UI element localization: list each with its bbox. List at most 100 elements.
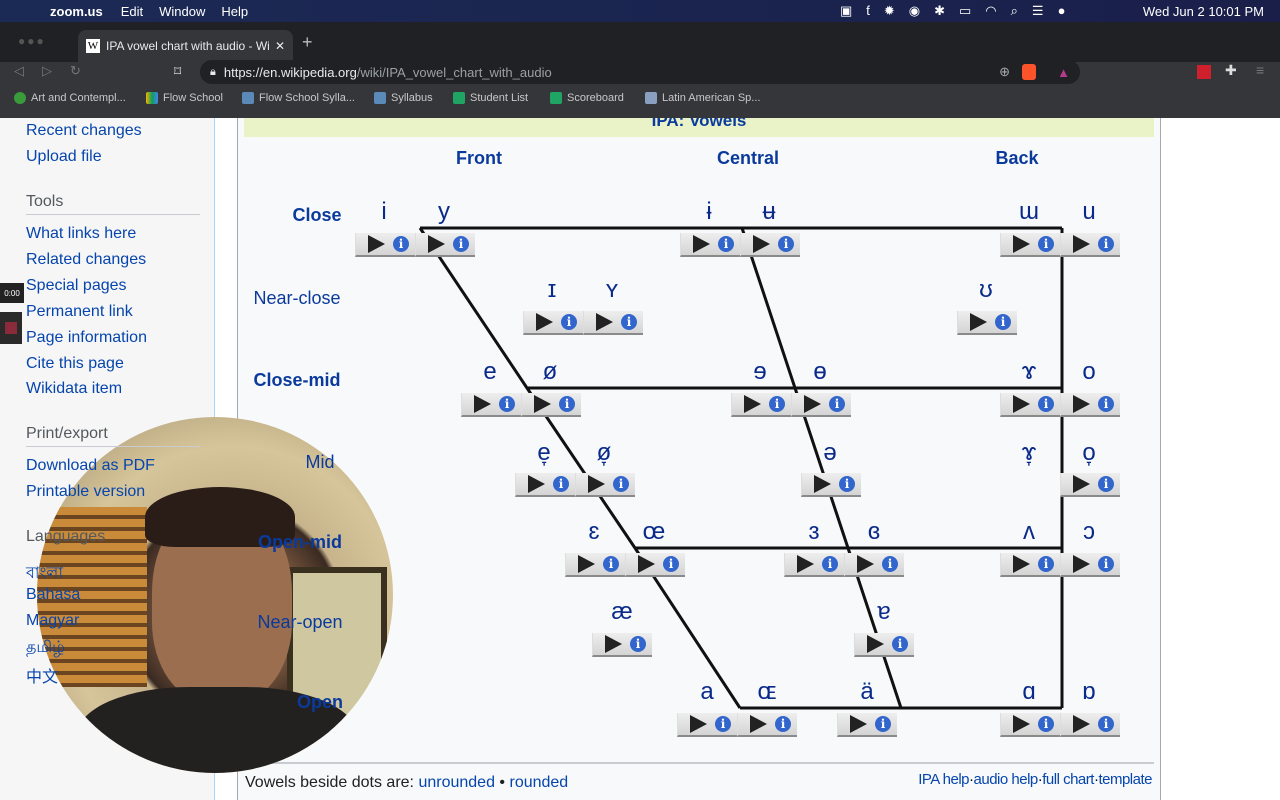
vowel-audio-player[interactable]: i: [355, 233, 415, 257]
sidebar-related-changes[interactable]: Related changes: [26, 251, 147, 268]
info-icon[interactable]: i: [1098, 716, 1114, 732]
vowel-audio-player[interactable]: i: [854, 633, 914, 657]
menu-edit[interactable]: Edit: [120, 3, 144, 19]
play-icon[interactable]: [428, 235, 445, 253]
play-icon[interactable]: [588, 475, 605, 493]
vowel-audio-player[interactable]: i: [521, 393, 581, 417]
info-icon[interactable]: i: [393, 236, 409, 252]
rounded-link[interactable]: rounded: [509, 774, 569, 791]
play-icon[interactable]: [536, 313, 553, 331]
play-icon[interactable]: [1013, 235, 1030, 253]
play-icon[interactable]: [744, 395, 761, 413]
vowel-audio-player[interactable]: i: [461, 393, 521, 417]
info-icon[interactable]: i: [561, 314, 577, 330]
vowel-audio-player[interactable]: i: [1060, 713, 1120, 737]
info-icon[interactable]: i: [775, 716, 791, 732]
vowel-audio-player[interactable]: i: [731, 393, 791, 417]
vowel-audio-player[interactable]: i: [1060, 233, 1120, 257]
zoom-video-bubble[interactable]: [37, 417, 393, 773]
play-icon[interactable]: [804, 395, 821, 413]
vowel-audio-player[interactable]: i: [680, 233, 740, 257]
vowel-audio-player[interactable]: i: [575, 473, 635, 497]
info-icon[interactable]: i: [715, 716, 731, 732]
menu-app-name[interactable]: zoom.us: [50, 3, 103, 19]
play-icon[interactable]: [867, 635, 884, 653]
play-icon[interactable]: [534, 395, 551, 413]
info-icon[interactable]: i: [839, 476, 855, 492]
sidebar-upload-file[interactable]: Upload file: [26, 148, 102, 165]
info-icon[interactable]: i: [769, 396, 785, 412]
info-icon[interactable]: i: [778, 236, 794, 252]
nav-buttons[interactable]: ◁▷↻: [14, 63, 99, 78]
play-icon[interactable]: [814, 475, 831, 493]
play-icon[interactable]: [1073, 555, 1090, 573]
menu-window[interactable]: Window: [159, 3, 206, 19]
info-icon[interactable]: i: [892, 636, 908, 652]
bookmark-flow-school-syllabus[interactable]: Flow School Sylla...: [242, 92, 355, 104]
play-icon[interactable]: [578, 555, 595, 573]
sidebar-what-links-here[interactable]: What links here: [26, 225, 137, 242]
play-icon[interactable]: [693, 235, 710, 253]
info-icon[interactable]: i: [1038, 716, 1054, 732]
vowel-audio-player[interactable]: i: [791, 393, 851, 417]
info-icon[interactable]: i: [499, 396, 515, 412]
vowel-audio-player[interactable]: i: [1060, 473, 1120, 497]
unrounded-link[interactable]: unrounded: [418, 774, 495, 791]
vowel-audio-player[interactable]: i: [1000, 553, 1060, 577]
vowel-audio-player[interactable]: i: [801, 473, 861, 497]
vowel-audio-player[interactable]: i: [837, 713, 897, 737]
vowel-audio-player[interactable]: i: [592, 633, 652, 657]
vowel-audio-player[interactable]: i: [625, 553, 685, 577]
window-controls[interactable]: ●●●: [18, 34, 46, 48]
info-icon[interactable]: i: [453, 236, 469, 252]
vowel-audio-player[interactable]: i: [515, 473, 575, 497]
info-icon[interactable]: i: [875, 716, 891, 732]
vowel-audio-player[interactable]: i: [1000, 233, 1060, 257]
bookmark-student-list[interactable]: Student List: [453, 92, 528, 104]
address-bar[interactable]: 🔒︎ https://en.wikipedia.org/wiki/IPA_vow…: [200, 60, 1080, 84]
info-icon[interactable]: i: [613, 476, 629, 492]
vowel-audio-player[interactable]: i: [565, 553, 625, 577]
full-chart-link[interactable]: full chart: [1042, 771, 1094, 788]
browser-menu-icon[interactable]: ≡: [1256, 62, 1265, 78]
info-icon[interactable]: i: [1038, 236, 1054, 252]
info-icon[interactable]: i: [559, 396, 575, 412]
sidebar-recent-changes[interactable]: Recent changes: [26, 122, 142, 139]
sidebar-special-pages[interactable]: Special pages: [26, 277, 127, 294]
bookmark-latin-american[interactable]: Latin American Sp...: [645, 92, 760, 104]
info-icon[interactable]: i: [718, 236, 734, 252]
info-icon[interactable]: i: [1038, 556, 1054, 572]
info-icon[interactable]: i: [1038, 396, 1054, 412]
info-icon[interactable]: i: [553, 476, 569, 492]
tab-close-icon[interactable]: ✕: [274, 39, 285, 53]
play-icon[interactable]: [605, 635, 622, 653]
play-icon[interactable]: [1073, 395, 1090, 413]
sidebar-lang[interactable]: বাংলা: [26, 565, 63, 582]
sidebar-lang[interactable]: Magyar: [26, 612, 80, 629]
play-icon[interactable]: [970, 313, 987, 331]
vowel-audio-player[interactable]: i: [1060, 553, 1120, 577]
info-icon[interactable]: i: [822, 556, 838, 572]
play-icon[interactable]: [638, 555, 655, 573]
vowel-audio-player[interactable]: i: [583, 311, 643, 335]
info-icon[interactable]: i: [603, 556, 619, 572]
sidebar-page-information[interactable]: Page information: [26, 329, 147, 346]
bookmark-scoreboard[interactable]: Scoreboard: [550, 92, 624, 104]
play-icon[interactable]: [753, 235, 770, 253]
info-icon[interactable]: i: [1098, 236, 1114, 252]
bookmark-art[interactable]: Art and Contempl...: [14, 92, 126, 104]
play-icon[interactable]: [368, 235, 385, 253]
sidebar-download-pdf[interactable]: Download as PDF: [26, 457, 155, 474]
bookmark-flow-school[interactable]: Flow School: [146, 92, 223, 104]
play-icon[interactable]: [1013, 555, 1030, 573]
play-icon[interactable]: [1013, 395, 1030, 413]
sidebar-wikidata-item[interactable]: Wikidata item: [26, 380, 123, 397]
brave-rewards-icon[interactable]: ▲: [1057, 64, 1070, 80]
info-icon[interactable]: i: [829, 396, 845, 412]
play-icon[interactable]: [797, 555, 814, 573]
sidebar-lang[interactable]: தமிழ்: [26, 639, 66, 656]
vowel-audio-player[interactable]: i: [740, 233, 800, 257]
new-tab-button[interactable]: +: [302, 32, 313, 52]
info-icon[interactable]: i: [621, 314, 637, 330]
play-icon[interactable]: [850, 715, 867, 733]
